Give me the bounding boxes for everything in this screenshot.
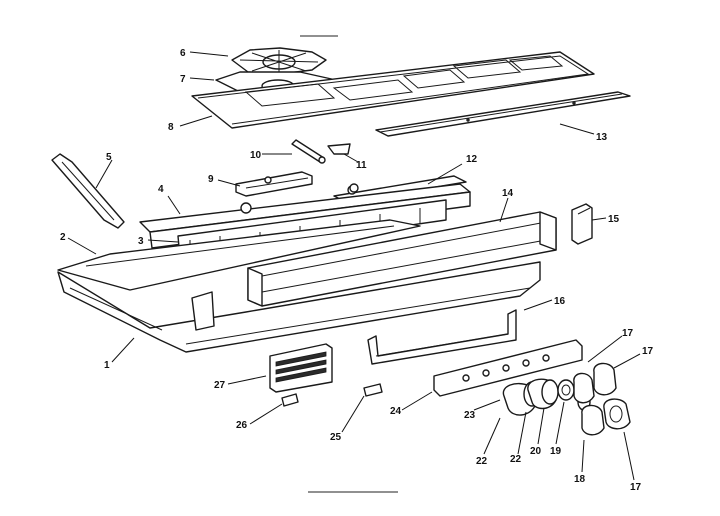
callout-22-left: 22 bbox=[476, 456, 488, 467]
side-rail bbox=[57, 219, 421, 291]
callout-24: 24 bbox=[390, 406, 402, 417]
channel bbox=[367, 309, 517, 365]
small-bracket-left bbox=[281, 393, 299, 407]
callout-21: 20 bbox=[530, 446, 542, 457]
clip-bracket bbox=[327, 143, 351, 155]
callout-6: 6 bbox=[180, 48, 186, 59]
callout-11: 11 bbox=[356, 160, 367, 171]
callout-18: 17 bbox=[630, 482, 642, 493]
callout-9: 9 bbox=[208, 174, 214, 185]
callout-10: 10 bbox=[250, 150, 262, 161]
callout-14: 14 bbox=[502, 188, 514, 199]
callout-17-lower: 17 bbox=[642, 346, 654, 357]
leader-lines bbox=[67, 51, 641, 481]
rear-trim-rail bbox=[375, 91, 631, 137]
burner-grate bbox=[231, 47, 327, 75]
callout-2: 2 bbox=[60, 232, 66, 243]
vent-grille bbox=[269, 343, 333, 393]
callout-7: 7 bbox=[180, 74, 186, 85]
front-frame bbox=[247, 211, 557, 307]
callout-8: 8 bbox=[168, 122, 174, 133]
callout-17-upper: 17 bbox=[622, 328, 634, 339]
clip-rod bbox=[291, 139, 326, 164]
cooktop-panel bbox=[191, 51, 595, 129]
side-brace bbox=[51, 153, 125, 229]
base-pan bbox=[57, 261, 541, 353]
callout-4: 4 bbox=[158, 184, 164, 195]
callout-26: 26 bbox=[236, 420, 248, 431]
callout-1: 1 bbox=[104, 360, 110, 371]
callout-22-right: 22 bbox=[510, 454, 522, 465]
burner-bracket bbox=[235, 171, 313, 197]
callout-20: 19 bbox=[550, 446, 562, 457]
callout-25: 25 bbox=[330, 432, 342, 443]
callout-13: 13 bbox=[596, 132, 608, 143]
callout-16: 16 bbox=[554, 296, 566, 307]
valve-knob-set bbox=[502, 362, 631, 436]
callout-5: 5 bbox=[106, 152, 112, 163]
callout-3: 3 bbox=[138, 236, 144, 247]
small-bracket-right bbox=[363, 383, 383, 397]
callout-27: 27 bbox=[214, 380, 226, 391]
callout-23: 23 bbox=[464, 410, 476, 421]
callout-15: 15 bbox=[608, 214, 620, 225]
callout-19: 18 bbox=[574, 474, 586, 485]
callout-12: 12 bbox=[466, 154, 478, 165]
end-cap bbox=[571, 203, 593, 245]
manifold-plate bbox=[433, 339, 583, 397]
